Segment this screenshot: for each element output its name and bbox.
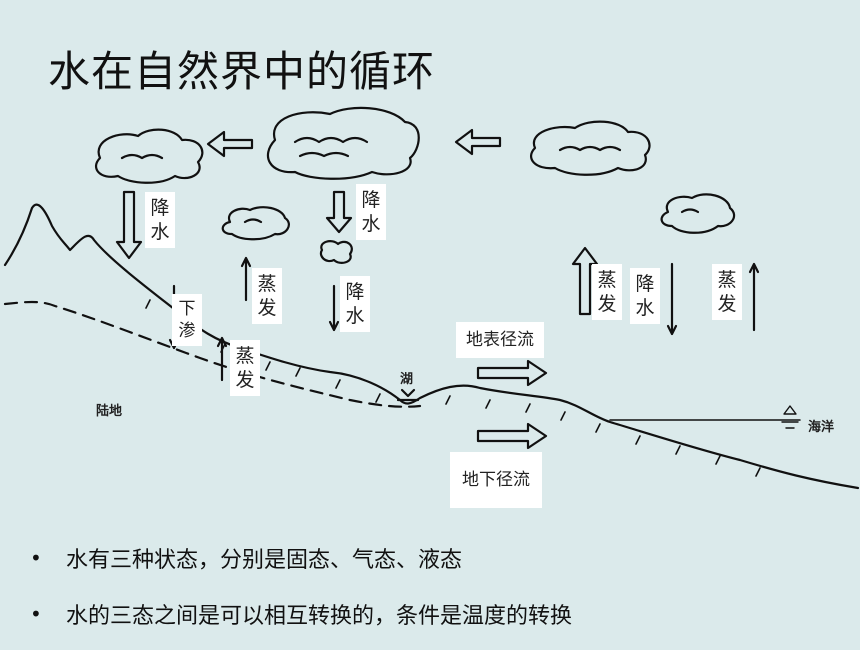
bullet-item: • 水有三种状态，分别是固态、气态、液态 xyxy=(30,538,850,578)
label-ocean: 海洋 xyxy=(808,420,835,435)
water-cycle-diagram: 降水 降水 降水 下渗 蒸发 蒸发 蒸发 降水 蒸发 地表径流 地下径流 陆地 … xyxy=(0,100,860,530)
label-groundwater-runoff: 地下径流 xyxy=(450,452,542,508)
cloud-icon xyxy=(221,206,290,241)
label-precipitation-mid2: 降水 xyxy=(340,276,370,332)
cloud-icon xyxy=(94,128,204,184)
groundwater-line xyxy=(3,300,422,408)
arrow-up-icon xyxy=(240,256,252,302)
arrow-right-icon xyxy=(476,359,548,387)
arrow-left-icon xyxy=(206,130,254,158)
ocean-marker-icon xyxy=(781,405,799,429)
cloud-icon xyxy=(530,120,651,176)
arrow-up-icon xyxy=(571,246,599,316)
cloud-icon xyxy=(558,145,622,152)
page-title: 水在自然界中的循环 xyxy=(48,47,436,96)
bullet-list: • 水有三种状态，分别是固态、气态、液态 • 水的三态之间是可以相互转换的，条件… xyxy=(30,538,850,650)
label-evaporation-left: 蒸发 xyxy=(252,268,282,324)
arrow-down-icon xyxy=(666,262,678,336)
label-evaporation-right1: 蒸发 xyxy=(592,264,622,320)
label-precipitation-right: 降水 xyxy=(630,268,660,324)
cloud-icon xyxy=(298,151,350,158)
label-surface-runoff: 地表径流 xyxy=(456,322,544,358)
cloud-icon xyxy=(660,193,736,234)
cloud-icon xyxy=(120,153,164,160)
cloud-icon xyxy=(319,240,353,264)
bullet-dot-icon: • xyxy=(30,602,42,626)
bullet-text: 水有三种状态，分别是固态、气态、液态 xyxy=(66,548,463,573)
arrow-down-icon xyxy=(325,190,353,234)
label-precipitation-left: 降水 xyxy=(145,192,175,248)
label-land: 陆地 xyxy=(96,404,123,419)
arrow-left-icon xyxy=(454,128,502,156)
label-evaporation-low: 蒸发 xyxy=(230,340,260,396)
label-precipitation-mid: 降水 xyxy=(356,184,386,240)
arrow-down-icon xyxy=(328,284,340,332)
bullet-text: 水的三态之间是可以相互转换的，条件是温度的转换 xyxy=(66,604,573,629)
label-evaporation-right2: 蒸发 xyxy=(712,264,742,320)
cloud-icon xyxy=(243,218,263,224)
cloud-icon xyxy=(293,136,369,144)
arrow-down-icon xyxy=(115,190,143,260)
label-infiltration: 下渗 xyxy=(172,294,202,346)
label-lake: 湖 xyxy=(400,372,414,387)
arrow-right-icon xyxy=(476,422,548,450)
cloud-icon xyxy=(266,106,420,180)
land-surface xyxy=(3,203,860,490)
bullet-item: • 水的三态之间是可以相互转换的，条件是温度的转换 xyxy=(30,594,850,634)
lake-icon xyxy=(396,388,420,402)
bullet-dot-icon: • xyxy=(30,546,42,570)
arrow-up-icon xyxy=(748,262,760,332)
cloud-icon xyxy=(680,208,700,214)
